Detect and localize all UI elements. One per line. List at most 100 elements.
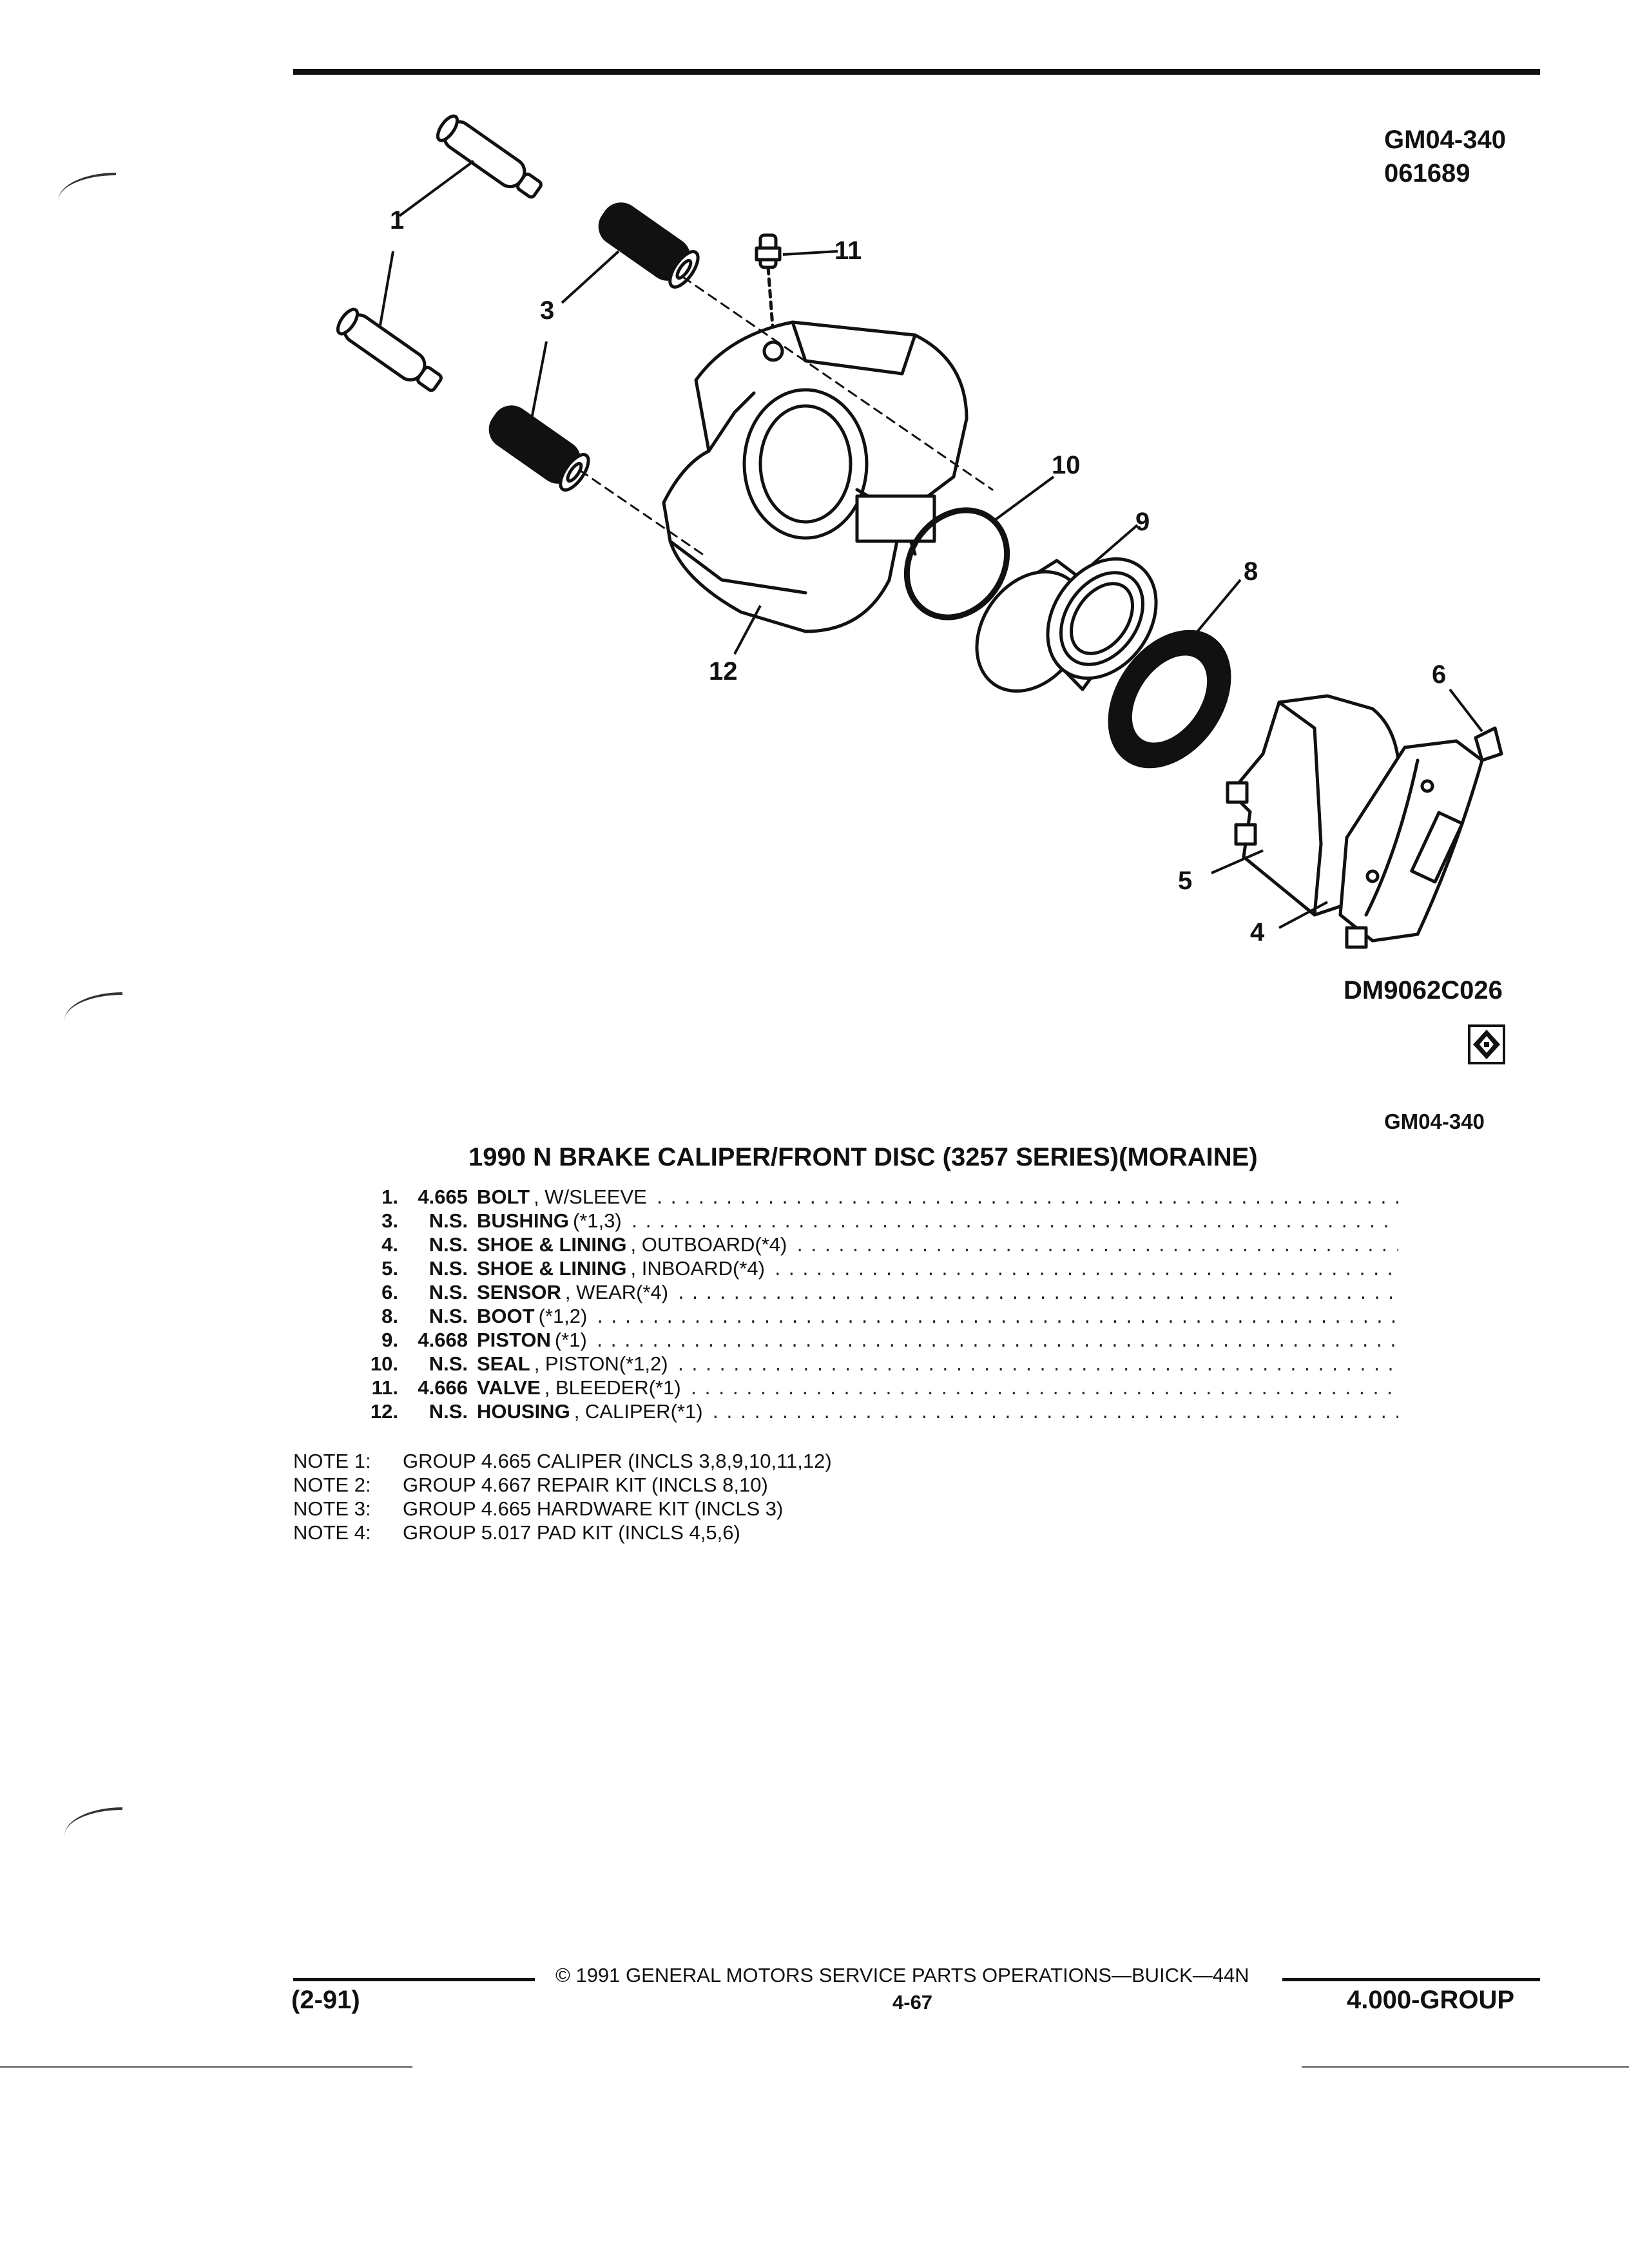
note-text: GROUP 5.017 PAD KIT (INCLS 4,5,6) bbox=[403, 1521, 740, 1544]
part-desc: , OUTBOARD(*4) bbox=[630, 1233, 787, 1256]
leader-dots: ........................................… bbox=[676, 1285, 1398, 1304]
part-name: BOOT bbox=[477, 1305, 535, 1327]
callout-5: 5 bbox=[1178, 867, 1193, 895]
leader-dots: ........................................… bbox=[795, 1237, 1398, 1256]
figure-code: GM04-340 bbox=[1384, 1110, 1485, 1133]
part-name: HOUSING bbox=[477, 1400, 570, 1423]
note-label: NOTE 4: bbox=[293, 1521, 371, 1544]
shoe-outboard bbox=[1338, 739, 1484, 949]
leader-dots: ........................................… bbox=[654, 1189, 1398, 1209]
footer-page: 4-67 bbox=[892, 1991, 933, 2013]
part-number: 4. bbox=[381, 1233, 398, 1256]
part-name: BUSHING bbox=[477, 1209, 569, 1232]
parts-row: 10. N.S. SEAL , PISTON(*1,2) ...........… bbox=[348, 1352, 1398, 1376]
part-desc: (*1) bbox=[554, 1329, 587, 1351]
part-desc: , BLEEDER(*1) bbox=[544, 1376, 681, 1399]
footer-group: 4.000-GROUP bbox=[1347, 1986, 1515, 2014]
part-name: SEAL bbox=[477, 1352, 530, 1375]
header-date: 061689 bbox=[1384, 159, 1470, 187]
callout-12: 12 bbox=[709, 657, 738, 686]
bushing-lower bbox=[488, 405, 590, 492]
piston-seal bbox=[903, 507, 1010, 620]
boot bbox=[1108, 629, 1231, 769]
gm-service-logo-icon bbox=[1468, 1024, 1505, 1064]
bushing-upper bbox=[598, 202, 700, 289]
part-number: 1. bbox=[381, 1186, 398, 1208]
part-desc: , CALIPER(*1) bbox=[574, 1400, 703, 1423]
scan-edge-left bbox=[0, 2066, 412, 2068]
part-name: SHOE & LINING bbox=[477, 1233, 627, 1256]
part-group: N.S. bbox=[429, 1400, 468, 1423]
callout-11: 11 bbox=[834, 236, 862, 265]
note-row: NOTE 1: GROUP 4.665 CALIPER (INCLS 3,8,9… bbox=[293, 1450, 832, 1474]
top-rule bbox=[293, 69, 1540, 75]
part-group: N.S. bbox=[429, 1233, 468, 1256]
parts-row: 12. N.S. HOUSING , CALIPER(*1) .........… bbox=[348, 1400, 1398, 1424]
note-text: GROUP 4.667 REPAIR KIT (INCLS 8,10) bbox=[403, 1474, 768, 1496]
part-group: N.S. bbox=[429, 1281, 468, 1303]
bolt-lower bbox=[336, 307, 443, 392]
exploded-view-diagram bbox=[336, 114, 1503, 949]
part-group: N.S. bbox=[429, 1352, 468, 1375]
parts-row: 8. N.S. BOOT (*1,2) ....................… bbox=[348, 1305, 1398, 1329]
notes-list: NOTE 1: GROUP 4.665 CALIPER (INCLS 3,8,9… bbox=[293, 1450, 832, 1545]
footer-rule-left bbox=[293, 1978, 535, 1981]
part-number: 11. bbox=[371, 1376, 398, 1399]
parts-list: 1. 4.665 BOLT , W/SLEEVE ...............… bbox=[348, 1186, 1398, 1424]
part-number: 6. bbox=[381, 1281, 398, 1303]
callout-6: 6 bbox=[1432, 660, 1447, 689]
wear-sensor bbox=[1474, 726, 1503, 762]
leader-dots: ........................................… bbox=[594, 1332, 1398, 1352]
part-desc: , WEAR(*4) bbox=[564, 1281, 669, 1303]
part-desc: (*1,2) bbox=[538, 1305, 588, 1327]
note-label: NOTE 1: bbox=[293, 1450, 371, 1472]
part-group: 4.665 bbox=[418, 1186, 468, 1208]
parts-row: 1. 4.665 BOLT , W/SLEEVE ...............… bbox=[348, 1186, 1398, 1209]
bolt-upper bbox=[436, 114, 543, 199]
part-number: 9. bbox=[381, 1329, 398, 1351]
callout-10: 10 bbox=[1052, 451, 1081, 479]
part-group: N.S. bbox=[429, 1305, 468, 1327]
part-desc: , INBOARD(*4) bbox=[630, 1257, 765, 1280]
leader-dots: ........................................… bbox=[688, 1380, 1398, 1399]
part-group: 4.666 bbox=[418, 1376, 468, 1399]
part-number: 3. bbox=[381, 1209, 398, 1232]
part-group: N.S. bbox=[429, 1257, 468, 1280]
note-row: NOTE 2: GROUP 4.667 REPAIR KIT (INCLS 8,… bbox=[293, 1474, 832, 1497]
footer-rule-right bbox=[1282, 1978, 1540, 1981]
note-label: NOTE 3: bbox=[293, 1497, 371, 1520]
parts-row: 5. N.S. SHOE & LINING , INBOARD(*4) ....… bbox=[348, 1257, 1398, 1281]
leader-dots: ........................................… bbox=[675, 1356, 1398, 1376]
callout-4: 4 bbox=[1250, 918, 1265, 947]
callout-8: 8 bbox=[1244, 557, 1258, 586]
part-group: 4.668 bbox=[418, 1329, 468, 1351]
caliper-housing bbox=[579, 276, 994, 633]
callout-9: 9 bbox=[1135, 508, 1150, 536]
callout-1: 1 bbox=[390, 206, 405, 235]
part-number: 12. bbox=[370, 1400, 398, 1423]
parts-row: 6. N.S. SENSOR , WEAR(*4) ..............… bbox=[348, 1281, 1398, 1305]
part-number: 5. bbox=[381, 1257, 398, 1280]
part-name: SHOE & LINING bbox=[477, 1257, 627, 1280]
parts-row: 3. N.S. BUSHING (*1,3) .................… bbox=[348, 1209, 1398, 1233]
note-text: GROUP 4.665 CALIPER (INCLS 3,8,9,10,11,1… bbox=[403, 1450, 832, 1472]
header-code: GM04-340 bbox=[1384, 126, 1506, 154]
parts-row: 11. 4.666 VALVE , BLEEDER(*1) ..........… bbox=[348, 1376, 1398, 1400]
drawing-id: DM9062C026 bbox=[1344, 976, 1503, 1004]
part-desc: (*1,3) bbox=[572, 1209, 622, 1232]
binder-mark bbox=[64, 1807, 122, 1836]
bleeder-valve bbox=[755, 233, 782, 337]
page-title: 1990 N BRAKE CALIPER/FRONT DISC (3257 SE… bbox=[468, 1143, 1258, 1171]
callout-3: 3 bbox=[540, 296, 555, 325]
parts-row: 4. N.S. SHOE & LINING , OUTBOARD(*4) ...… bbox=[348, 1233, 1398, 1257]
part-number: 10. bbox=[370, 1352, 398, 1375]
part-name: VALVE bbox=[477, 1376, 541, 1399]
leader-dots: ........................................… bbox=[629, 1213, 1398, 1233]
note-row: NOTE 4: GROUP 5.017 PAD KIT (INCLS 4,5,6… bbox=[293, 1521, 832, 1545]
footer-revision: (2-91) bbox=[291, 1986, 360, 2014]
note-row: NOTE 3: GROUP 4.665 HARDWARE KIT (INCLS … bbox=[293, 1497, 832, 1521]
part-number: 8. bbox=[381, 1305, 398, 1327]
part-group: N.S. bbox=[429, 1209, 468, 1232]
part-name: SENSOR bbox=[477, 1281, 561, 1303]
parts-row: 9. 4.668 PISTON (*1) ...................… bbox=[348, 1329, 1398, 1352]
